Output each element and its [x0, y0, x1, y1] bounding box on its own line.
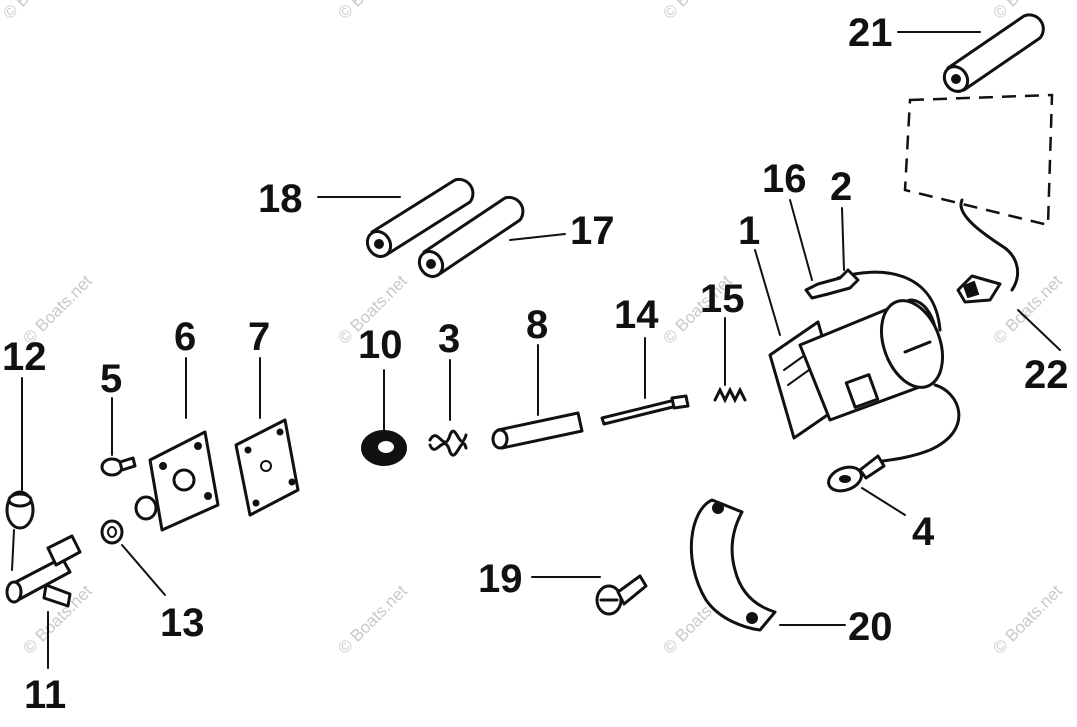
callout-7: 7 — [248, 315, 270, 359]
part-11-fitting — [5, 529, 82, 608]
part-17-tube — [417, 195, 525, 278]
part-14-pin — [600, 394, 690, 426]
part-10-nut — [361, 430, 407, 466]
callout-12: 12 — [2, 335, 47, 379]
dashed-outline — [903, 93, 1054, 227]
watermark: © Boats.net — [334, 0, 411, 23]
callout-22: 22 — [1024, 353, 1069, 397]
watermark: © Boats.net — [0, 0, 76, 23]
watermark: © Boats.net — [989, 581, 1066, 658]
part-8-plunger — [491, 411, 584, 450]
watermark: © Boats.net — [659, 0, 736, 23]
part-20-clamp — [689, 498, 777, 632]
part-22-wire-clip — [956, 198, 1020, 304]
callout-17: 17 — [570, 209, 615, 253]
part-4-ground-lead — [827, 383, 961, 493]
part-15-small-spring — [713, 386, 747, 404]
callout-3: 3 — [438, 317, 460, 361]
part-1-solenoid — [768, 298, 944, 440]
callout-8: 8 — [526, 303, 548, 347]
callout-4: 4 — [912, 510, 935, 554]
callout-2: 2 — [830, 165, 852, 209]
callout-21: 21 — [848, 11, 893, 55]
callout-20: 20 — [848, 605, 893, 649]
part-12-cap — [5, 490, 35, 530]
callout-15: 15 — [700, 277, 745, 321]
part-5-screw — [100, 456, 137, 477]
part-2-16-connector — [804, 268, 942, 332]
part-6-cover — [134, 430, 220, 532]
part-7-gasket — [234, 418, 300, 517]
part-3-spring — [428, 429, 468, 457]
callout-11: 11 — [24, 673, 66, 717]
watermark: © Boats.net — [334, 581, 411, 658]
callout-19: 19 — [478, 557, 523, 601]
washer-hole — [107, 526, 117, 538]
callout-18: 18 — [258, 177, 303, 221]
part-18-tube — [365, 177, 475, 258]
watermark: © Boats.net — [989, 271, 1066, 348]
callout-5: 5 — [100, 357, 122, 401]
callout-14: 14 — [614, 293, 659, 337]
callout-10: 10 — [358, 323, 403, 367]
callout-6: 6 — [174, 315, 196, 359]
leader-lines — [21, 31, 1061, 669]
callout-labels: 21 18 17 1 16 2 22 4 20 19 10 3 8 14 15 … — [2, 11, 1069, 717]
part-21-tube — [942, 13, 1045, 93]
callout-13: 13 — [160, 601, 205, 645]
part-19-screw — [595, 574, 648, 616]
callout-1: 1 — [738, 209, 760, 253]
callout-16: 16 — [762, 157, 807, 201]
